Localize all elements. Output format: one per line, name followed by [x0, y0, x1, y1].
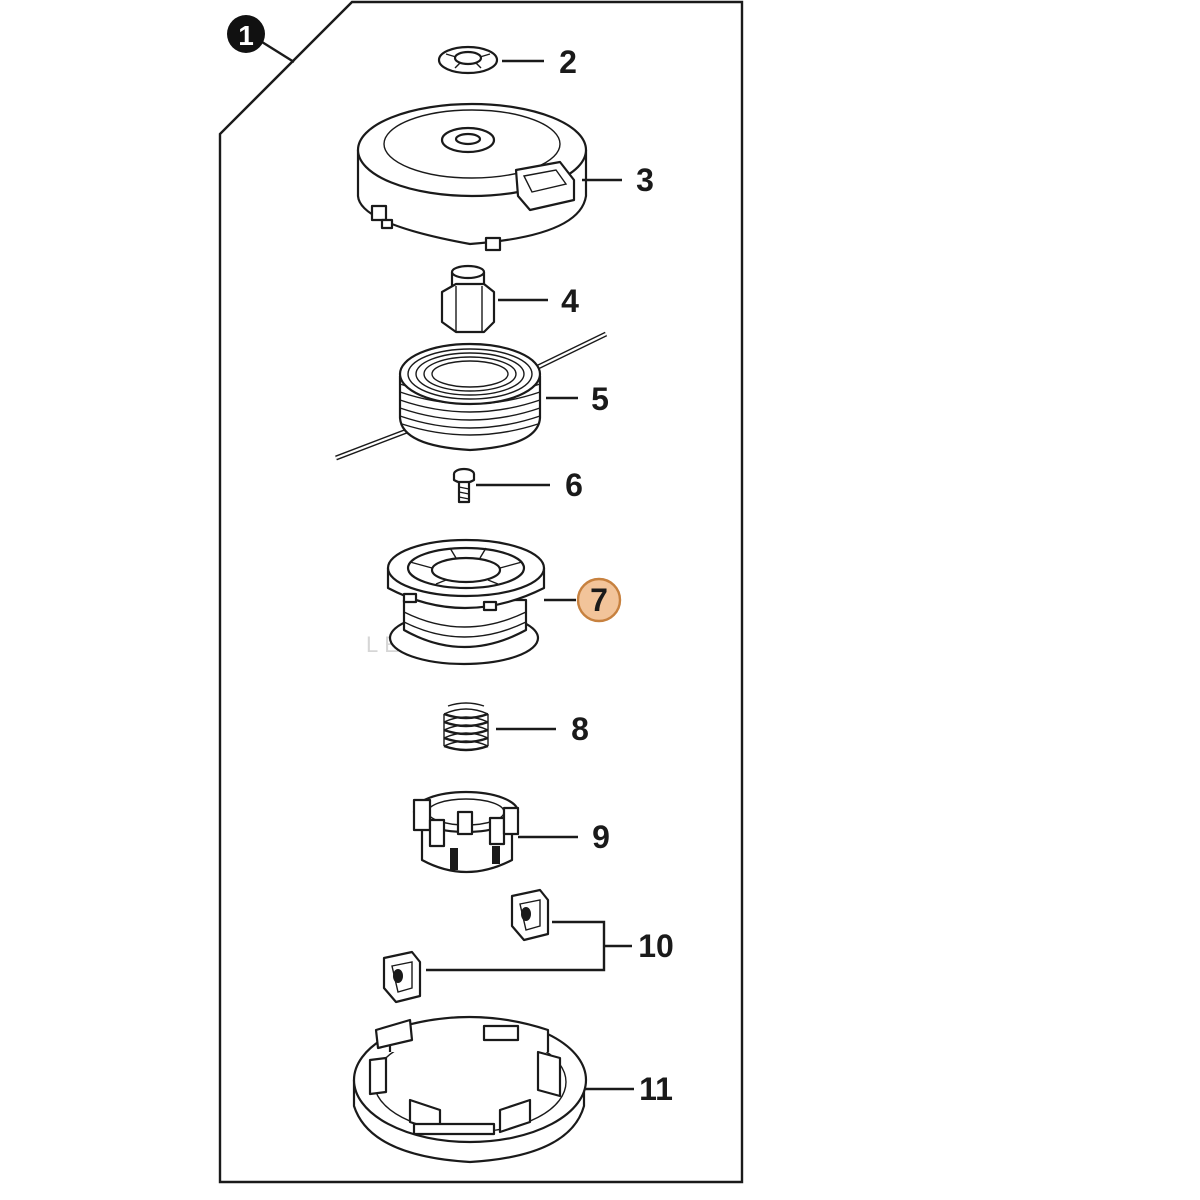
callout-10: 10	[638, 928, 674, 964]
callout-6: 6	[565, 467, 583, 503]
assembly-frame	[218, 0, 744, 1184]
callout-5: 5	[591, 381, 609, 417]
trimmer-line-coil-part	[335, 331, 608, 461]
assembly-number: 1	[238, 20, 254, 51]
callout-7: 7	[590, 582, 608, 618]
housing-part	[352, 1015, 588, 1164]
assembly-badge: 1	[227, 15, 295, 64]
leader-10	[426, 920, 632, 972]
callout-8: 8	[571, 711, 589, 747]
cover-part	[356, 102, 588, 252]
spring-part	[443, 702, 489, 752]
line-clips-part	[382, 888, 550, 1004]
washer-part	[437, 45, 499, 75]
callout-9: 9	[592, 819, 610, 855]
highlight-circle	[576, 577, 622, 623]
hex-nut-part	[440, 264, 496, 334]
spool-part	[386, 538, 546, 666]
callout-11: 11	[639, 1071, 673, 1107]
callout-4: 4	[561, 283, 579, 319]
screw-part	[452, 467, 476, 504]
callout-2: 2	[559, 44, 577, 80]
spool-hub-part	[412, 790, 520, 874]
callout-3: 3	[636, 162, 654, 198]
